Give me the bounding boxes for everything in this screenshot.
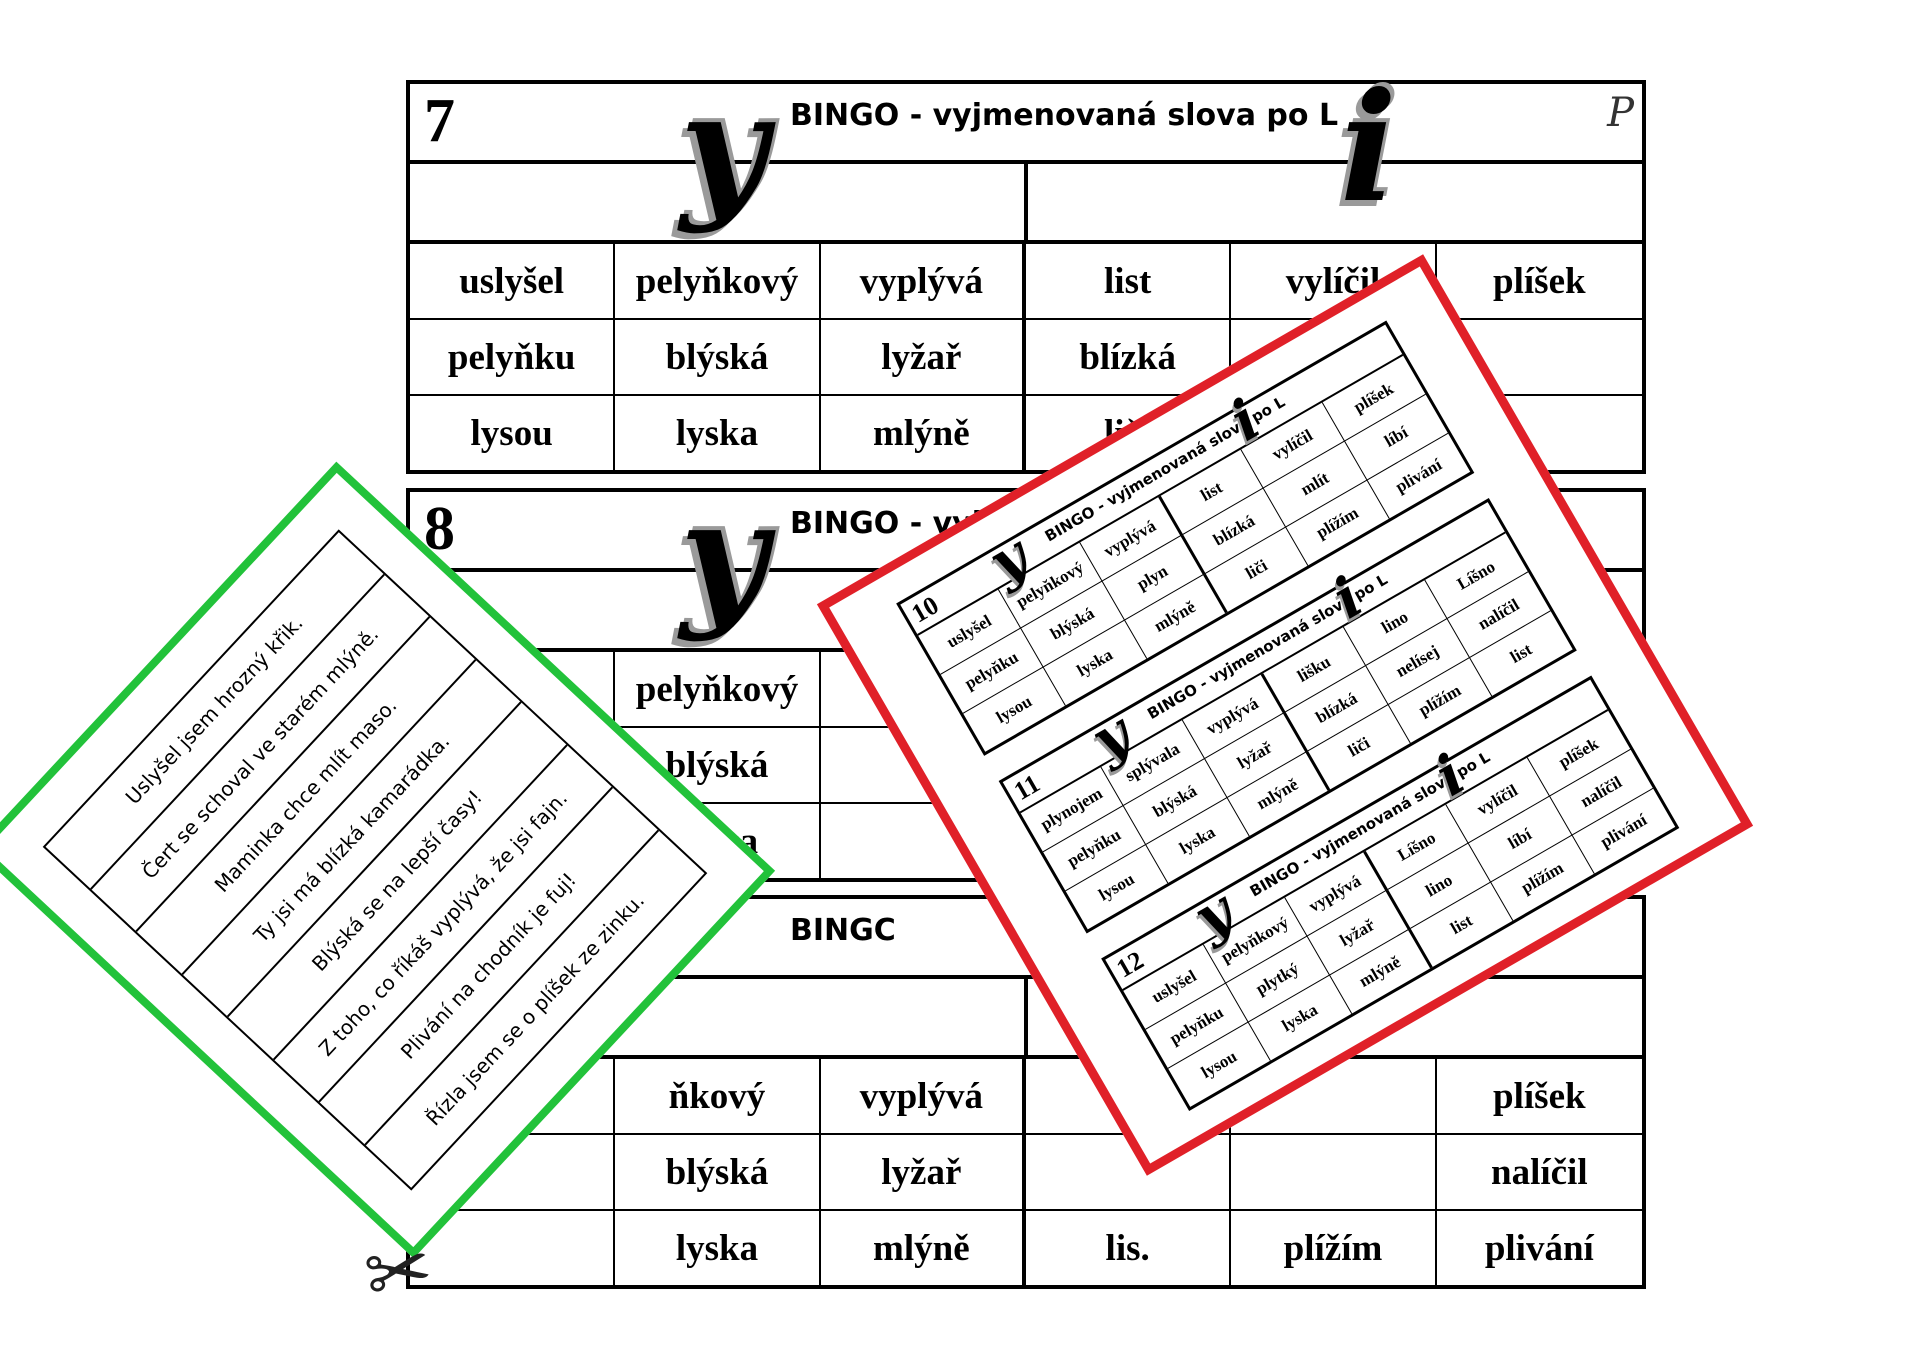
mini-number: 12 [1111, 945, 1149, 984]
word-cell [1231, 1059, 1437, 1135]
word-cell: blýská [615, 728, 821, 804]
mini-number: 11 [1008, 768, 1045, 806]
bingo-card-7: 7 BINGO - vyjmenovaná slova po L P uslyš… [406, 80, 1646, 474]
word-cell: plíšek [1436, 1059, 1642, 1135]
mini-letter-y: y [977, 522, 1040, 597]
word-cell: pelyňkový [615, 652, 821, 728]
blank-row [410, 979, 1642, 1059]
card-title: BINGC [790, 913, 896, 948]
mini-number: 10 [906, 590, 944, 629]
word-cell [1231, 1135, 1437, 1211]
word-cell [1436, 320, 1642, 396]
word-cell: nalíčil [1436, 1135, 1642, 1211]
card-header: 7 BINGO - vyjmenovaná slova po L P [410, 84, 1642, 164]
word-cell: plivání [1484, 1227, 1594, 1269]
word-cell [410, 1135, 616, 1211]
word-cell: list [1025, 244, 1232, 320]
letter-i-glyph: i [1340, 60, 1397, 236]
word-cell: pelyňku [410, 320, 616, 396]
word-cell: lyžař [820, 1135, 1026, 1211]
word-cell: lyska [615, 1211, 821, 1285]
word-cell: blízká [1025, 320, 1232, 396]
card-number: 7 [424, 87, 455, 155]
word-cell: pelyňkový [615, 244, 821, 320]
logo: P [1607, 90, 1634, 136]
word-cell: ňkový [615, 1059, 821, 1135]
word-cell: plíšek [1436, 244, 1642, 320]
word-cell: blýská [615, 320, 821, 396]
word-cell: uslyšel [410, 244, 616, 320]
letter-y-glyph: y [680, 60, 768, 236]
word-cell: lyska [615, 396, 821, 470]
word-cell: mlýně [821, 1211, 1026, 1285]
card-header: BINGC [410, 899, 1642, 979]
word-cell: lis. [1026, 1211, 1232, 1285]
word-cell [410, 1211, 616, 1285]
word-cell: plížím [1231, 1211, 1437, 1285]
word-cell: lysou [410, 396, 616, 470]
word-cell: mlýně [821, 396, 1026, 470]
mini-letter-y: y [1080, 700, 1142, 774]
word-cell: vyplývá [820, 244, 1026, 320]
word-cell [1025, 1135, 1232, 1211]
word-cell: lyžař [820, 320, 1026, 396]
mini-letter-y: y [1182, 877, 1245, 952]
word-cell: blýská [615, 1135, 821, 1211]
word-cell: vyplývá [820, 1059, 1026, 1135]
card-title: BINGO - vyjmenovaná slova po L [790, 98, 1339, 133]
blank-row [410, 164, 1642, 244]
letter-y-glyph: y [680, 468, 768, 644]
